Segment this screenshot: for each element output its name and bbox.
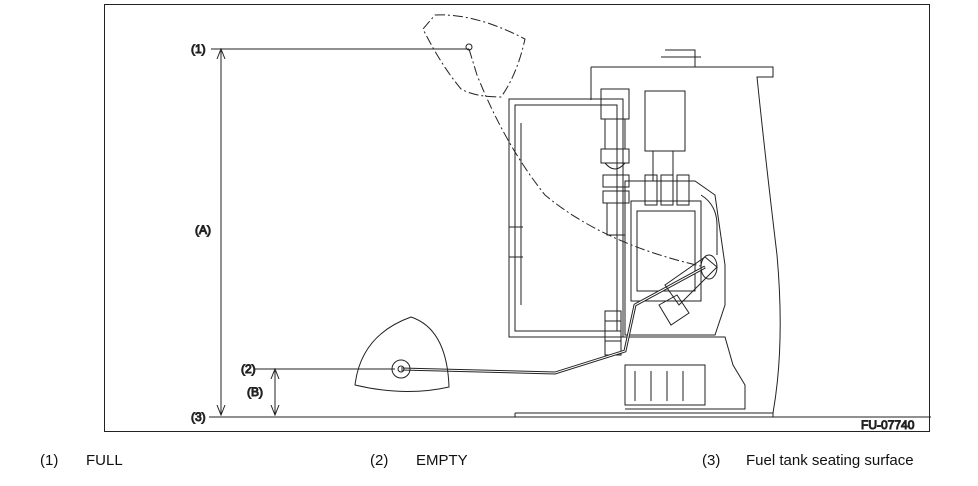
legend-text: EMPTY <box>416 452 468 469</box>
tank-shell <box>515 49 781 414</box>
legend-text: Fuel tank seating surface <box>746 452 914 469</box>
sender-pivot <box>658 254 718 326</box>
float-full <box>422 14 526 98</box>
callout-full: (1) <box>191 42 206 56</box>
float-empty <box>354 316 450 392</box>
legend-number: (3) <box>702 452 721 469</box>
callout-dim-b: (B) <box>247 385 263 399</box>
legend-text: FULL <box>86 452 123 469</box>
legend-number: (2) <box>370 452 389 469</box>
callout-empty: (2) <box>241 362 256 376</box>
callout-dim-a: (A) <box>195 223 211 237</box>
dimension-b <box>255 367 395 417</box>
figure-code: FU-07740 <box>861 418 915 432</box>
dimension-a <box>211 47 469 417</box>
fuel-level-sender-diagram: (1) (A) (2) (B) (3) FU-07740 <box>104 4 931 433</box>
sub-tank <box>555 310 746 410</box>
callout-seat: (3) <box>191 410 206 424</box>
diagram-drawing: (1) (A) (2) (B) (3) FU-07740 <box>191 14 931 433</box>
legend-number: (1) <box>40 452 59 469</box>
legend-item-seating-surface: (3) Fuel tank seating surface <box>702 452 972 472</box>
float-arm-empty <box>400 265 706 375</box>
pump-module-body <box>508 88 630 338</box>
legend-item-full: (1) FULL <box>40 452 240 472</box>
legend-item-empty: (2) EMPTY <box>370 452 570 472</box>
float-arm-full <box>468 48 706 268</box>
reservoir-assembly <box>624 90 726 336</box>
